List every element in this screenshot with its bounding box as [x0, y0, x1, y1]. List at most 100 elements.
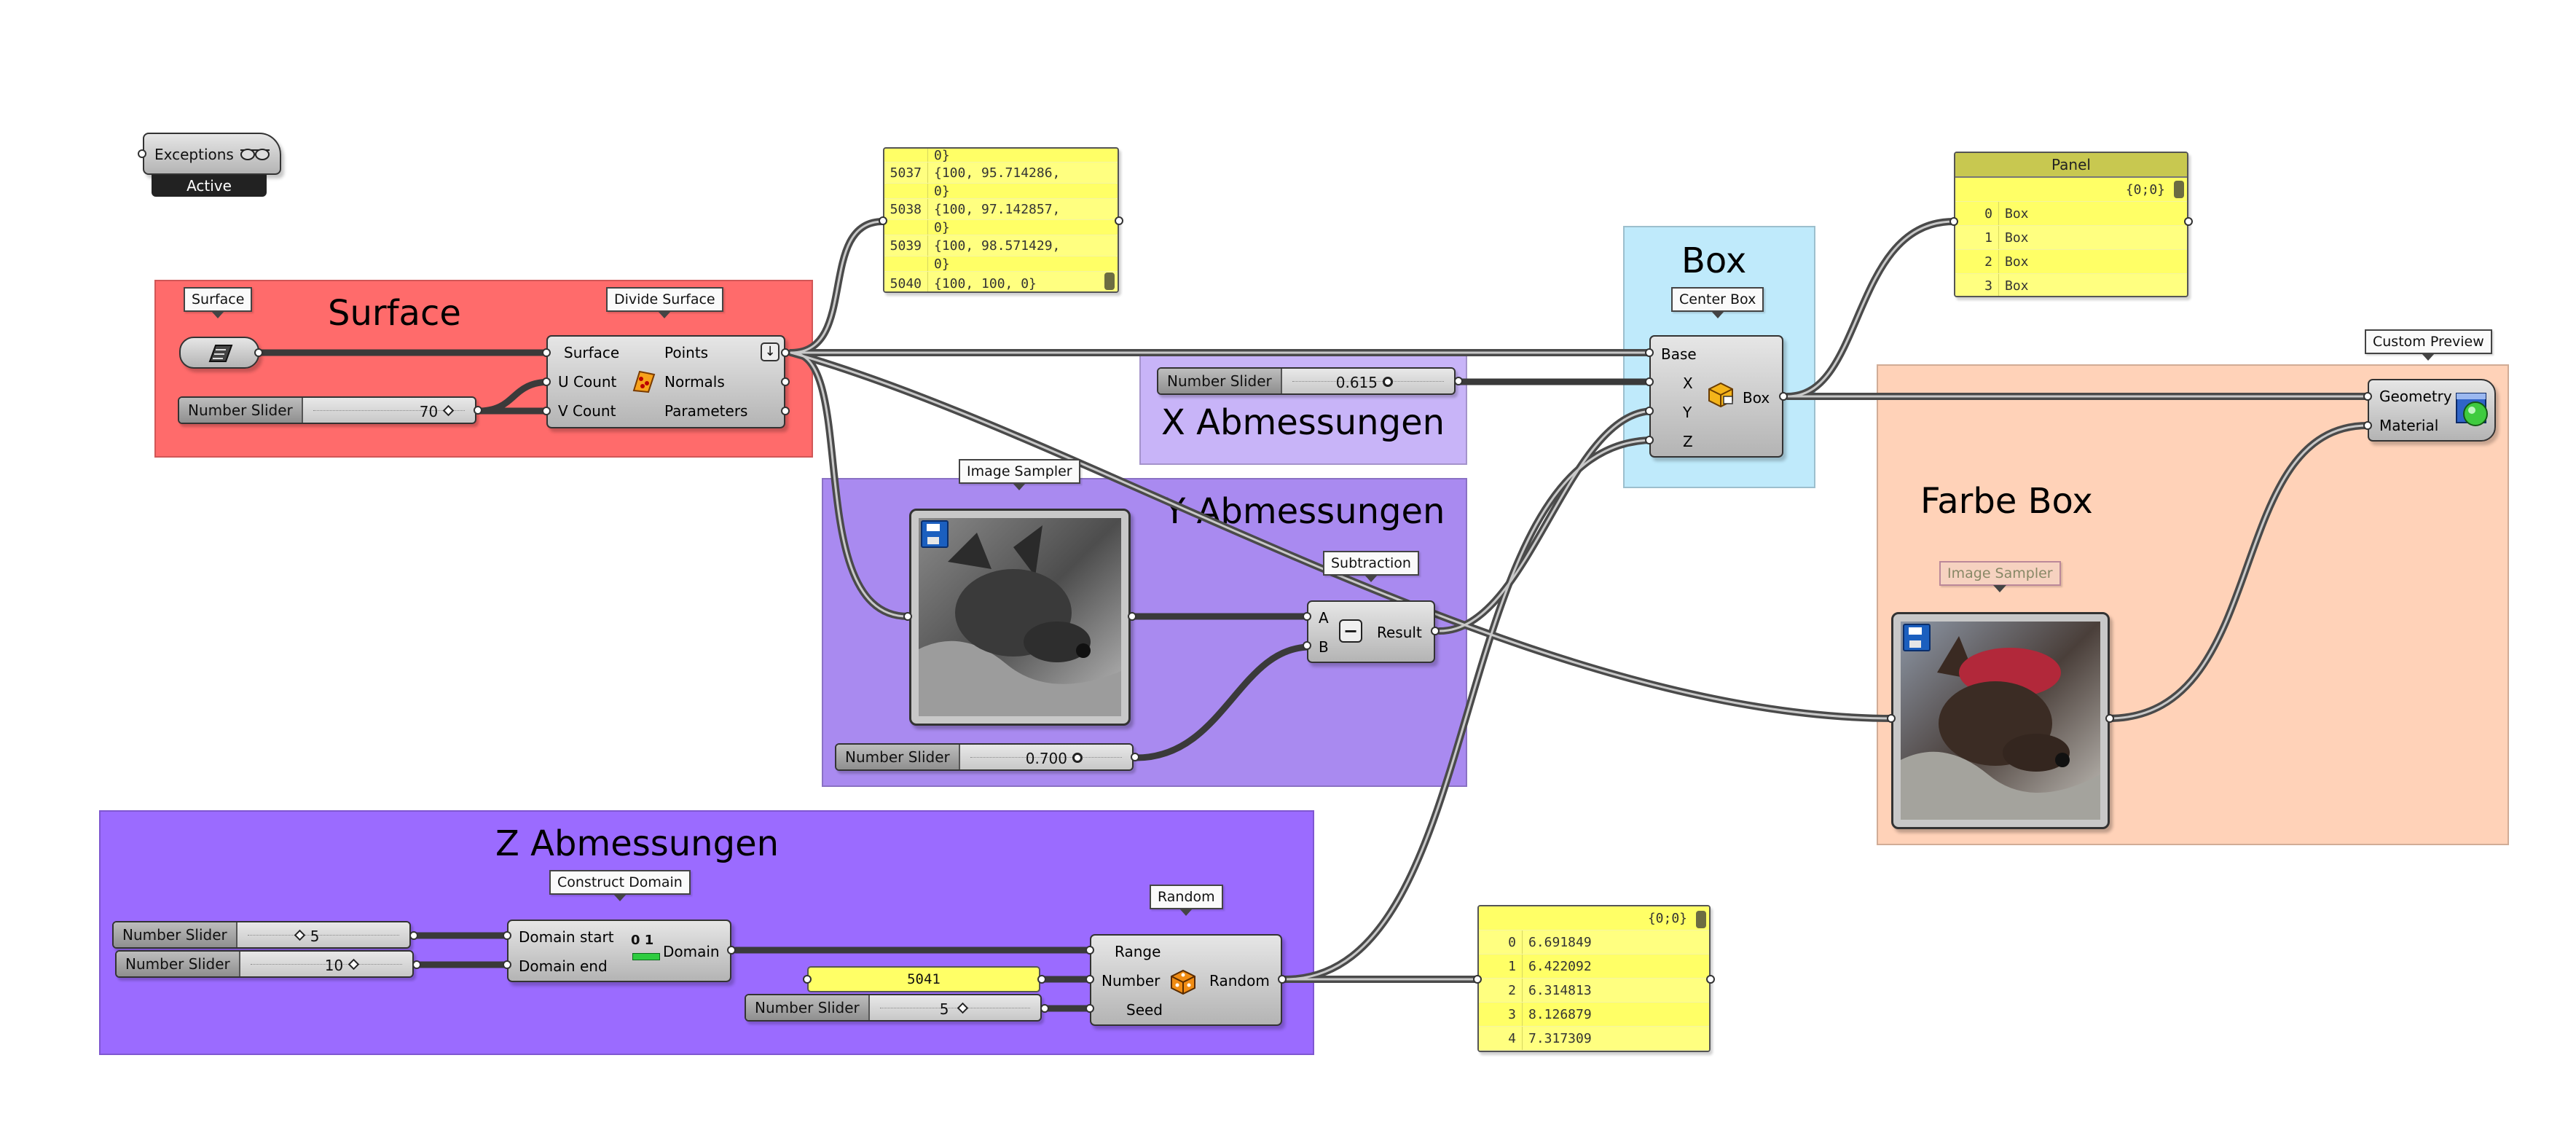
- exceptions-input-port[interactable]: [138, 149, 146, 158]
- group-title-surface: Surface: [328, 293, 461, 334]
- sub-port-a[interactable]: [1303, 612, 1311, 621]
- y-slider-output-port[interactable]: [1131, 753, 1139, 761]
- points-panel[interactable]: 0} 5037{100, 95.714286, 0} 5038{100, 97.…: [883, 147, 1119, 293]
- save-icon-farbe[interactable]: [1903, 624, 1931, 651]
- random-out: Random: [1209, 972, 1270, 989]
- box-port-x[interactable]: [1645, 377, 1654, 386]
- box-in-y: Y: [1683, 404, 1692, 421]
- number-panel-output-port[interactable]: [1037, 975, 1046, 984]
- random-in-number: Number: [1102, 972, 1161, 989]
- minus-icon: −: [1339, 619, 1362, 643]
- seed-slider-output-port[interactable]: [1040, 1004, 1049, 1013]
- box-port-out[interactable]: [1779, 392, 1788, 401]
- random-port-range[interactable]: [1085, 946, 1094, 955]
- x-slider-knob[interactable]: [1382, 377, 1393, 387]
- random-panel-scrollbar[interactable]: [1696, 911, 1706, 928]
- uv-count-slider[interactable]: Number Slider 70: [178, 396, 476, 424]
- x-slider-track[interactable]: 0.615: [1282, 369, 1454, 393]
- domain-port-end[interactable]: [503, 960, 511, 969]
- box-port-y[interactable]: [1645, 407, 1654, 415]
- subtraction-node[interactable]: A B − Result: [1307, 600, 1435, 663]
- tag-subtraction: Subtraction: [1323, 551, 1419, 582]
- points-row: 5039{100, 98.571429,: [884, 235, 1118, 256]
- seed-slider-knob[interactable]: [957, 1002, 969, 1014]
- x-slider-output-port[interactable]: [1454, 377, 1463, 385]
- points-row: 5038{100, 97.142857,: [884, 199, 1118, 220]
- z-start-output-port[interactable]: [409, 931, 418, 940]
- z-end-slider[interactable]: Number Slider 10: [115, 950, 414, 978]
- preview-in-material: Material: [2379, 417, 2439, 434]
- uv-slider-value: 70: [419, 403, 439, 420]
- divide-port-vcount[interactable]: [542, 407, 551, 415]
- x-slider[interactable]: Number Slider 0.615: [1157, 367, 1456, 395]
- box-panel-input-port[interactable]: [1949, 217, 1958, 226]
- divide-port-parameters[interactable]: [781, 407, 790, 415]
- points-panel-scrollbar[interactable]: [1104, 273, 1115, 290]
- seed-slider-value: 5: [939, 1000, 949, 1018]
- box-panel-output-port[interactable]: [2184, 217, 2193, 226]
- center-box-node[interactable]: Base X Y Z Box: [1649, 335, 1783, 458]
- z-start-slider-track[interactable]: 5: [237, 922, 409, 947]
- divide-port-points[interactable]: [781, 348, 790, 357]
- z-end-output-port[interactable]: [412, 960, 421, 969]
- exceptions-node[interactable]: Exceptions: [143, 133, 281, 175]
- graft-arrow-icon[interactable]: ↓: [761, 342, 780, 361]
- preview-port-material[interactable]: [2363, 421, 2372, 430]
- divide-port-normals[interactable]: [781, 377, 790, 386]
- y-slider-knob[interactable]: [1072, 753, 1083, 763]
- divide-port-ucount[interactable]: [542, 377, 551, 386]
- random-port-out[interactable]: [1278, 975, 1287, 984]
- custom-preview-node[interactable]: Geometry Material: [2368, 379, 2496, 442]
- image-sampler-farbe[interactable]: [1891, 612, 2110, 829]
- surface-param[interactable]: [179, 337, 259, 369]
- domain-port-start[interactable]: [503, 931, 511, 940]
- box-port-z[interactable]: [1645, 436, 1654, 444]
- group-title-y: Y Abmessungen: [1164, 491, 1445, 532]
- sub-port-b[interactable]: [1303, 641, 1311, 650]
- z-start-slider-knob[interactable]: [294, 929, 306, 941]
- preview-port-geometry[interactable]: [2363, 392, 2372, 401]
- preview-sphere-icon: [2455, 392, 2491, 431]
- y-slider-track[interactable]: 0.700: [960, 745, 1132, 769]
- image-farbe-input-port[interactable]: [1887, 714, 1896, 723]
- uv-slider-track[interactable]: 70: [303, 398, 475, 423]
- random-port-seed[interactable]: [1085, 1004, 1094, 1013]
- image-farbe-output-port[interactable]: [2105, 714, 2114, 723]
- save-icon-y[interactable]: [921, 520, 949, 548]
- seed-slider-track[interactable]: 5: [870, 995, 1040, 1020]
- image-y-output-port[interactable]: [1128, 612, 1136, 621]
- sub-port-result[interactable]: [1431, 627, 1440, 635]
- domain-port-out[interactable]: [727, 946, 736, 955]
- number-panel[interactable]: 5041: [807, 966, 1040, 992]
- divide-port-surface[interactable]: [542, 348, 551, 357]
- z-end-slider-track[interactable]: 10: [240, 952, 412, 976]
- domain-in-end: Domain end: [519, 957, 608, 975]
- points-panel-input-port[interactable]: [879, 216, 887, 225]
- number-panel-input-port[interactable]: [803, 975, 812, 984]
- box-panel-scrollbar[interactable]: [2174, 181, 2184, 198]
- random-panel-output-port[interactable]: [1706, 975, 1715, 984]
- divide-surface-node[interactable]: Surface U Count V Count Points Normals P…: [546, 335, 785, 428]
- construct-domain-node[interactable]: Domain start Domain end 0 1 Domain: [507, 920, 731, 982]
- box-port-base[interactable]: [1645, 348, 1654, 357]
- seed-slider[interactable]: Number Slider 5: [745, 994, 1042, 1022]
- uv-slider-knob[interactable]: [442, 404, 455, 417]
- z-start-slider[interactable]: Number Slider 5: [112, 921, 411, 949]
- random-port-number[interactable]: [1085, 975, 1094, 984]
- z-end-slider-knob[interactable]: [347, 958, 360, 971]
- wire-sub-to-y: [1436, 407, 1657, 635]
- box-in-z: Z: [1683, 433, 1693, 450]
- y-slider[interactable]: Number Slider 0.700: [835, 743, 1134, 771]
- random-panel-input-port[interactable]: [1473, 975, 1482, 984]
- points-panel-output-port[interactable]: [1115, 216, 1123, 225]
- tag-random: Random: [1150, 885, 1223, 916]
- image-y-input-port[interactable]: [903, 612, 912, 621]
- surface-output-port[interactable]: [254, 348, 263, 357]
- uv-slider-output-port[interactable]: [474, 406, 482, 415]
- random-node[interactable]: Range Number Seed Random: [1090, 934, 1282, 1026]
